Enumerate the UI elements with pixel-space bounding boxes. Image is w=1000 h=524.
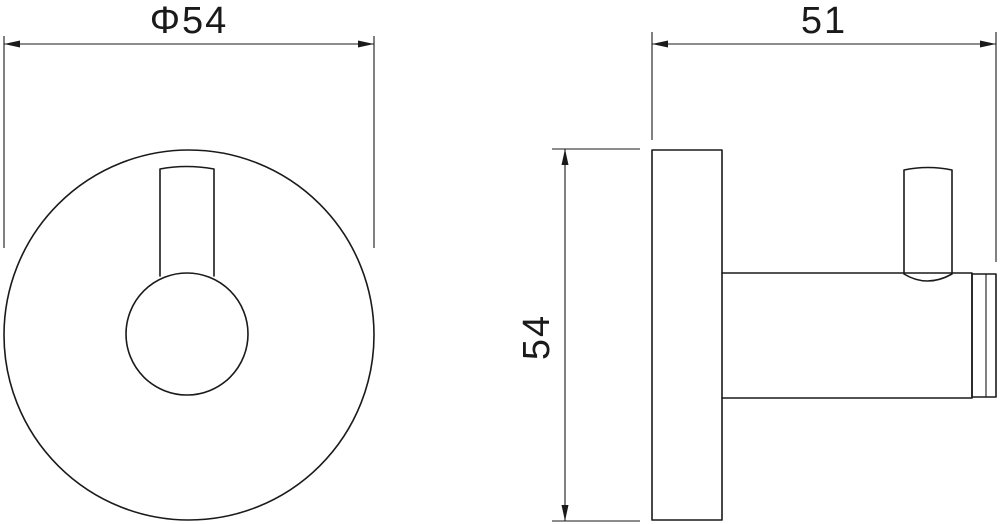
front-view: Φ54 <box>3 0 375 521</box>
hook-arm-outline <box>159 165 215 277</box>
side-height-label: 54 <box>516 314 558 360</box>
front-diameter-label: Φ54 <box>150 0 229 42</box>
side-depth-arrow-right <box>980 40 996 48</box>
base-plate-outline <box>3 149 375 521</box>
hook-stem-circle <box>125 272 249 396</box>
side-depth-label: 51 <box>801 0 847 42</box>
base-plate-profile <box>651 149 723 521</box>
stem-end-cap <box>971 273 997 398</box>
side-height-arrow-bottom <box>561 505 569 521</box>
side-height-arrow-top <box>561 149 569 165</box>
side-depth-arrow-left <box>652 40 668 48</box>
side-view: 51 54 <box>516 0 997 522</box>
front-dimension-arrow-right <box>358 40 374 48</box>
stem-body <box>721 272 973 399</box>
front-dimension-arrow-left <box>4 40 20 48</box>
hook-upright <box>903 166 953 282</box>
